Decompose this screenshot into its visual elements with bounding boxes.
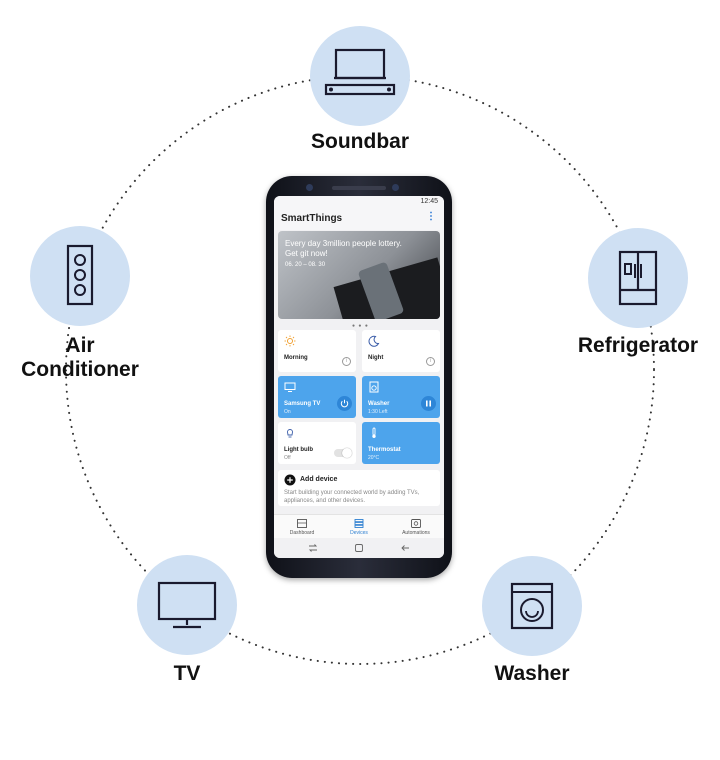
soundbar-icon <box>324 48 396 96</box>
air-conditioner-icon-circle <box>30 226 130 326</box>
soundbar-icon-circle <box>310 26 410 126</box>
add-icon[interactable] <box>284 474 296 486</box>
carousel-dots: ● ● ● <box>352 323 369 329</box>
recent-apps-icon[interactable] <box>308 543 318 553</box>
washer-label: Washer <box>494 662 570 685</box>
tile-status: 20°C <box>368 455 380 461</box>
tile-samsung-tv[interactable]: Samsung TV On <box>278 376 356 418</box>
status-time: 12:45 <box>420 198 438 205</box>
tile-status: 1:30 Left <box>368 409 388 415</box>
air-conditioner-label-line1: Air <box>65 334 95 357</box>
light-toggle[interactable] <box>334 448 352 458</box>
banner-line1: Every day 3million people lottery. <box>285 239 402 248</box>
tile-name: Morning <box>284 355 308 361</box>
phone-speaker <box>332 186 386 190</box>
refrigerator-icon <box>618 250 658 306</box>
tab-automations[interactable]: Automations <box>388 515 444 539</box>
tile-night[interactable]: Night i <box>362 330 440 372</box>
tv-icon <box>284 382 296 392</box>
tv-icon <box>157 581 217 629</box>
more-options-icon[interactable]: ⋮ <box>426 211 436 222</box>
tile-status: Off <box>284 455 291 461</box>
power-icon <box>340 399 349 408</box>
status-bar: 12:45 <box>274 196 444 208</box>
back-icon[interactable] <box>400 543 410 553</box>
refrigerator-label: Refrigerator <box>577 334 699 357</box>
phone-front-camera <box>306 184 313 191</box>
tile-thermostat[interactable]: Thermostat 20°C <box>362 422 440 464</box>
phone-iris-sensor <box>392 184 399 191</box>
tile-status: On <box>284 409 291 415</box>
pause-button[interactable] <box>421 396 436 411</box>
tile-name: Washer <box>368 401 390 407</box>
tile-name: Light bulb <box>284 447 313 453</box>
banner-date: 06. 20 – 08. 30 <box>285 262 326 268</box>
tv-icon-circle <box>137 555 237 655</box>
app-header: SmartThings ⋮ <box>274 208 444 230</box>
power-button[interactable] <box>337 396 352 411</box>
soundbar-label: Soundbar <box>311 130 409 153</box>
washer-icon <box>369 381 379 393</box>
washer-icon-circle <box>482 556 582 656</box>
app-title: SmartThings <box>281 213 343 224</box>
moon-icon <box>368 335 380 347</box>
banner-text: Every day 3million people lottery. Get g… <box>285 239 402 259</box>
add-device-card[interactable]: Add device Start building your connected… <box>278 470 440 506</box>
tile-morning[interactable]: Morning i <box>278 330 356 372</box>
refrigerator-icon-circle <box>588 228 688 328</box>
dashboard-icon <box>297 519 307 528</box>
sun-icon <box>284 335 296 347</box>
banner-line2: Get git now! <box>285 249 328 258</box>
tile-name: Thermostat <box>368 447 401 453</box>
system-nav-bar <box>274 538 444 558</box>
automations-icon <box>411 519 421 528</box>
air-conditioner-label: Air Conditioner <box>8 334 152 382</box>
tab-dashboard[interactable]: Dashboard <box>274 515 330 539</box>
tile-light-bulb[interactable]: Light bulb Off <box>278 422 356 464</box>
tile-name: Night <box>368 355 384 361</box>
thermometer-icon <box>372 427 376 438</box>
add-device-description: Start building your connected world by a… <box>284 490 420 504</box>
tab-label: Automations <box>402 530 430 536</box>
smartphone: 12:45 SmartThings ⋮ Every day 3million p… <box>266 176 452 578</box>
home-icon[interactable] <box>354 543 364 553</box>
devices-icon <box>354 519 364 528</box>
info-icon[interactable]: i <box>342 357 351 366</box>
promo-banner[interactable]: Every day 3million people lottery. Get g… <box>278 231 440 319</box>
tab-devices[interactable]: Devices <box>331 515 387 539</box>
tile-name: Samsung TV <box>284 401 321 407</box>
tile-washer[interactable]: Washer 1:30 Left <box>362 376 440 418</box>
tab-label: Dashboard <box>289 530 315 536</box>
tv-label: TV <box>173 662 201 685</box>
info-icon[interactable]: i <box>426 357 435 366</box>
phone-screen: 12:45 SmartThings ⋮ Every day 3million p… <box>274 196 444 558</box>
light-bulb-icon <box>287 429 293 438</box>
washer-icon <box>510 582 554 630</box>
add-device-title: Add device <box>300 476 338 483</box>
bottom-tab-bar: Dashboard Devices Automations <box>274 514 444 539</box>
air-conditioner-label-line2: Conditioner <box>21 358 139 381</box>
pause-icon <box>426 400 431 407</box>
tab-label: Devices <box>350 530 368 536</box>
air-conditioner-icon <box>66 244 94 306</box>
